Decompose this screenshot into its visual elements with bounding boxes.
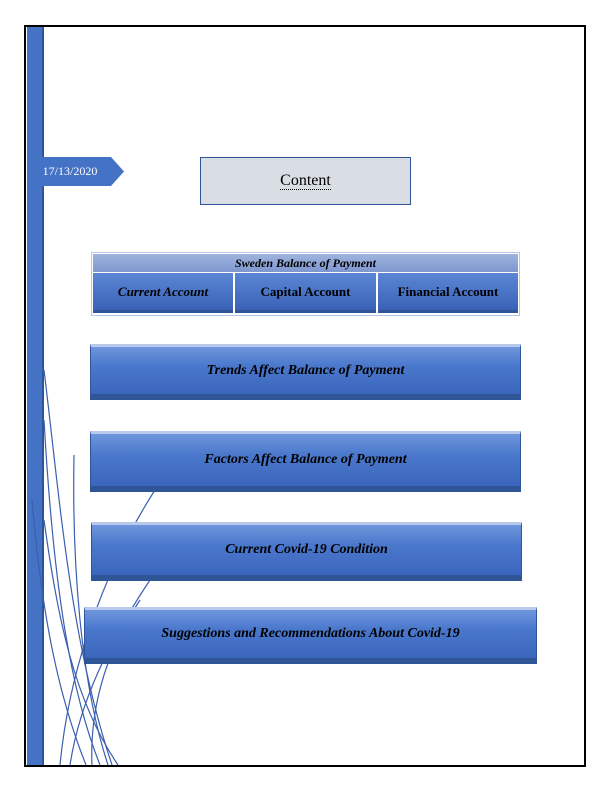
covid-condition-section-bar: Current Covid-19 Condition — [91, 522, 522, 581]
current-account-cell: Current Account — [93, 273, 233, 313]
trends-section-bar: Trends Affect Balance of Payment — [90, 344, 521, 400]
side-accent-line — [42, 27, 44, 765]
capital-account-cell: Capital Account — [235, 273, 376, 313]
content-heading-box: Content — [200, 157, 411, 205]
date-label: 17/13/2020 — [42, 164, 98, 178]
financial-account-cell: Financial Account — [378, 273, 518, 313]
side-accent-bar — [27, 27, 44, 765]
factors-section-bar: Factors Affect Balance of Payment — [90, 431, 521, 492]
content-title: Content — [280, 172, 331, 190]
balance-of-payment-header: Sweden Balance of Payment — [93, 254, 518, 272]
suggestions-section-bar: Suggestions and Recommendations About Co… — [84, 607, 537, 664]
date-tag-arrow-shape — [27, 157, 124, 186]
date-tag: 17/13/2020 — [27, 157, 125, 186]
page-border — [24, 25, 586, 767]
balance-of-payment-block: Sweden Balance of Payment Current Accoun… — [91, 252, 520, 316]
